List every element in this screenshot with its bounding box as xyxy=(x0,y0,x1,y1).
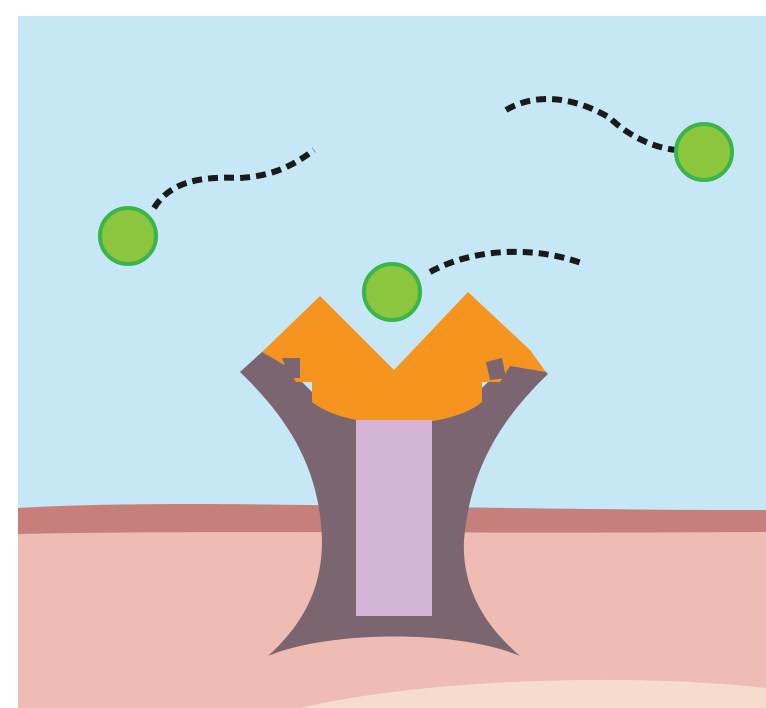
ligand-center xyxy=(364,264,420,320)
ligand-left xyxy=(100,208,156,264)
ligand-right xyxy=(676,124,732,180)
ion-channel xyxy=(356,420,432,616)
